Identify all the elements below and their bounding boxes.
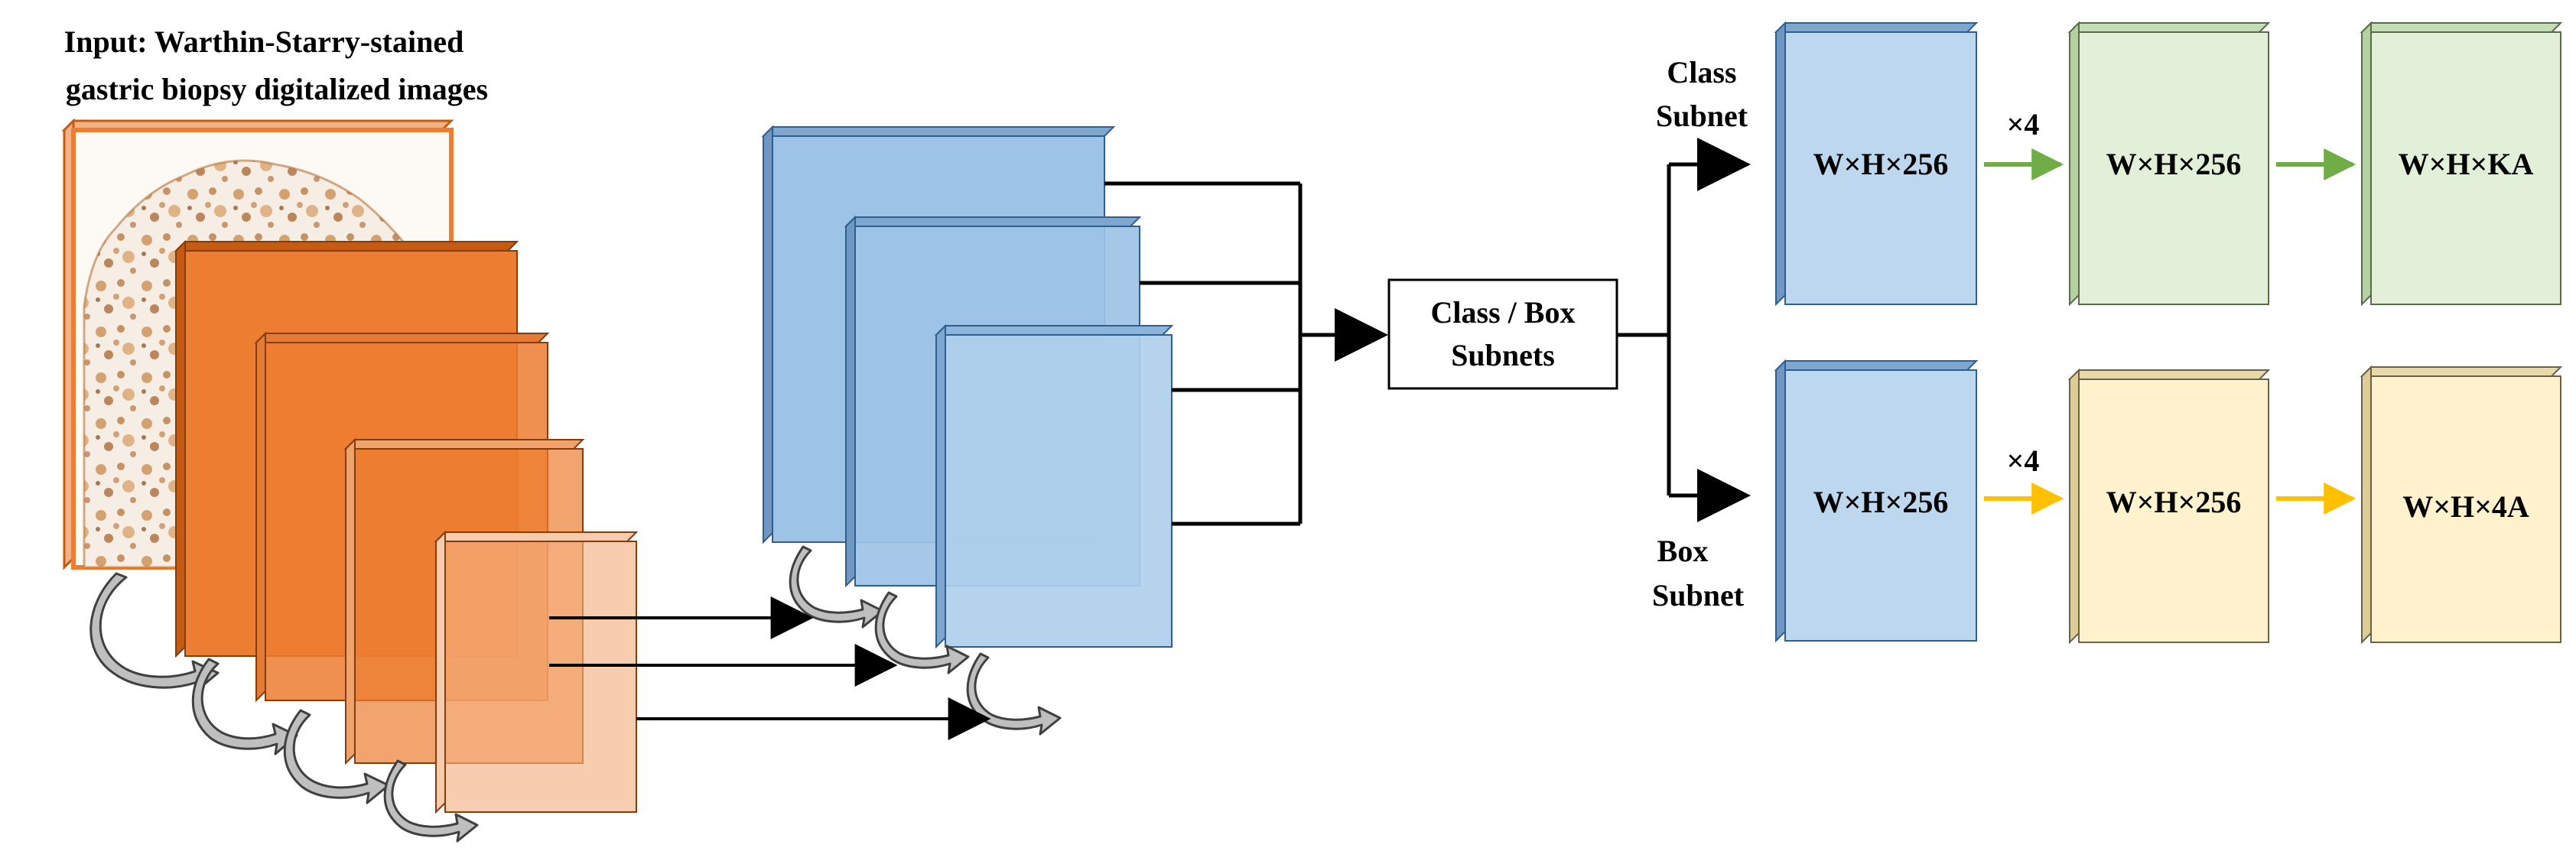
class-subnet-label-line1: Class bbox=[1667, 55, 1736, 89]
box-subnet-label-line2: Subnet bbox=[1652, 578, 1745, 612]
box-block-2: W×H×256 bbox=[2067, 368, 2271, 645]
fpn-layer-3 bbox=[934, 323, 1174, 649]
class-block-2: W×H×256 bbox=[2067, 21, 2271, 307]
fpn-curved-arrow-3 bbox=[966, 652, 1062, 736]
box-subnet-label-line1: Box bbox=[1657, 534, 1709, 568]
class-block-1-label: W×H×256 bbox=[1813, 147, 1949, 181]
class-subnet-label-line2: Subnet bbox=[1656, 99, 1748, 133]
branch-split-lines bbox=[1617, 138, 1751, 522]
subnets-box-line1: Class / Box bbox=[1431, 295, 1576, 330]
subnets-box-line2: Subnets bbox=[1451, 338, 1555, 372]
box-block-1-label: W×H×256 bbox=[1813, 485, 1949, 519]
backbone-layer-4 bbox=[434, 530, 639, 814]
subnets-box: Class / Box Subnets bbox=[1387, 278, 1618, 390]
fpn-curved-arrow-2 bbox=[874, 591, 970, 674]
box-block-3: W×H×4A bbox=[2360, 365, 2563, 645]
curved-arrow-3 bbox=[283, 709, 390, 804]
backbone-curved-arrows bbox=[89, 572, 479, 843]
class-block-1: W×H×256 bbox=[1774, 21, 1979, 307]
input-title-line2: gastric biopsy digitalized images bbox=[66, 72, 488, 106]
class-repeat-label: ×4 bbox=[2007, 107, 2040, 141]
class-block-3: W×H×KA bbox=[2360, 21, 2563, 307]
curved-arrow-4 bbox=[383, 759, 479, 843]
lateral-connections bbox=[549, 596, 991, 740]
box-block-3-label: W×H×4A bbox=[2402, 489, 2529, 524]
input-title-line1: Input: Warthin-Starry-stained bbox=[64, 24, 464, 59]
box-repeat-label: ×4 bbox=[2007, 443, 2040, 478]
fpn-merge-lines bbox=[1104, 181, 1388, 526]
box-block-1: W×H×256 bbox=[1774, 359, 1979, 643]
class-block-2-label: W×H×256 bbox=[2106, 147, 2242, 181]
class-block-3-label: W×H×KA bbox=[2399, 147, 2534, 181]
box-block-2-label: W×H×256 bbox=[2106, 485, 2242, 519]
fpn-curved-arrow-1 bbox=[789, 545, 884, 629]
